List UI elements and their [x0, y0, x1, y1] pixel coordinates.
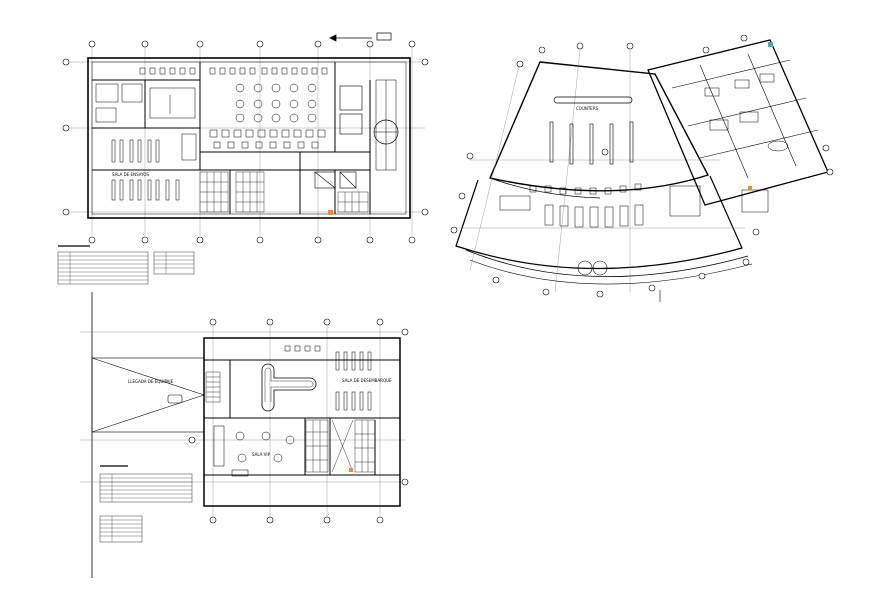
- floor-plan-terminal-curved: COUNTERS: [450, 34, 834, 302]
- room-label-sala-vip: SALA VIP: [252, 452, 271, 457]
- stair: [205, 371, 221, 403]
- legend-table-c: [99, 465, 193, 543]
- grid-bubbles: [188, 318, 409, 524]
- direction-arrow: [329, 32, 392, 42]
- restroom-block: [305, 419, 376, 473]
- departure-seating: [499, 183, 701, 228]
- grid-bubbles: [62, 40, 429, 244]
- gate-markers: [577, 260, 608, 276]
- baggage-claim-area: [91, 357, 205, 433]
- floor-plan-arrivals: LLEGADA DE EQUIPAJE SALA DE DESEMBARQUE: [80, 292, 409, 578]
- room-label-sala-de-ensayos: SALA DE ENSAYOS: [112, 172, 149, 177]
- exterior-wall-curved: [489, 61, 710, 192]
- highlight-marker: [349, 468, 353, 472]
- check-in-belts: [549, 121, 634, 165]
- highlight-marker: [328, 210, 333, 215]
- baggage-carousel: [261, 363, 317, 412]
- column-grid: [80, 320, 405, 520]
- room-label-counters: COUNTERS: [576, 106, 599, 111]
- waiting-benches: [111, 133, 197, 201]
- vip-lounge-furniture: [213, 425, 295, 477]
- interior-walls: [92, 62, 371, 214]
- service-cabins: [314, 85, 363, 189]
- floor-plan-terminal-top-left: SALA DE ENSAYOS: [57, 32, 429, 285]
- radial-grid: [455, 49, 745, 293]
- room-label-sala-de-desembarque: SALA DE DESEMBARQUE: [342, 378, 392, 383]
- service-corridor: [373, 79, 399, 171]
- food-court-tables: [235, 83, 317, 123]
- exterior-wall: [203, 337, 401, 507]
- seating-row-middle: [209, 129, 326, 149]
- legend-table-a: [57, 245, 195, 285]
- seating-row-top: [139, 67, 328, 75]
- room-label-llegada-de-equipaje: LLEGADA DE EQUIPAJE: [128, 379, 174, 384]
- exterior-wall: [87, 57, 411, 219]
- grid-bubbles: [450, 34, 834, 298]
- offices: [95, 83, 196, 123]
- highlight-marker: [768, 42, 773, 47]
- highlight-marker: [748, 186, 752, 190]
- counter: [553, 96, 633, 104]
- arrival-seating: [284, 345, 372, 411]
- restroom-block: [199, 171, 369, 213]
